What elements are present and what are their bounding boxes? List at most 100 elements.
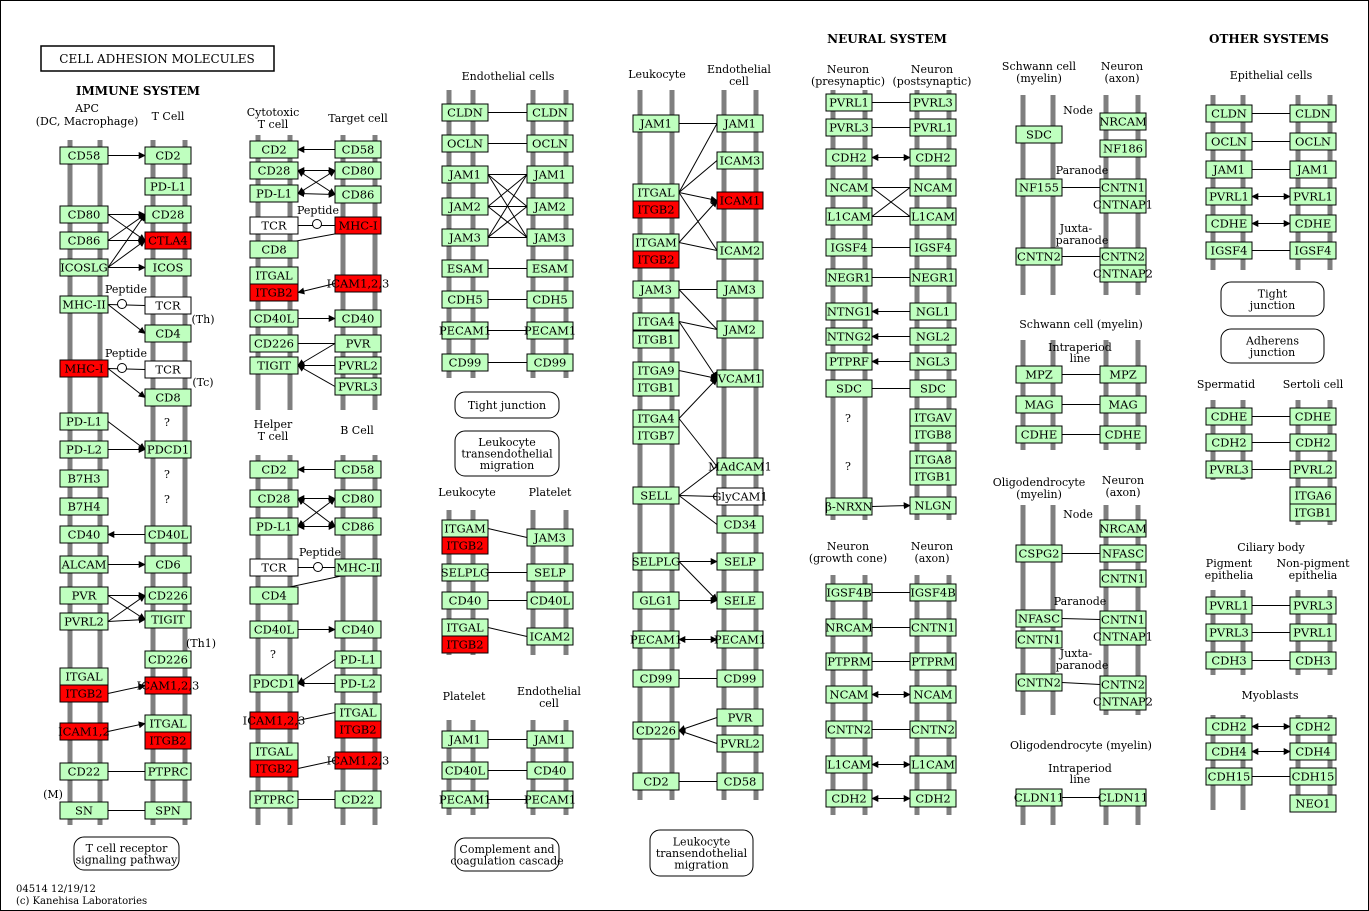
gene-box[interactable]: CDH5 [526, 290, 574, 309]
gene-box[interactable]: CDHE [1015, 425, 1063, 444]
gene-box[interactable]: SELE [716, 591, 764, 610]
gene-box[interactable]: PVRL1 [1289, 623, 1337, 642]
gene-box[interactable]: ITGA9 [632, 361, 680, 380]
gene-box[interactable]: SELP [526, 563, 574, 582]
gene-box[interactable]: GlyCAM1 [712, 487, 768, 506]
gene-box[interactable]: CD40 [441, 591, 489, 610]
gene-box[interactable]: ITGAL [334, 703, 382, 722]
gene-box[interactable]: CDH5 [441, 290, 489, 309]
gene-box[interactable]: CD28 [249, 489, 299, 508]
gene-box[interactable]: CD58 [59, 146, 109, 165]
gene-box[interactable]: CDH2 [1289, 717, 1337, 736]
gene-box[interactable]: CNTNAP2 [1093, 692, 1153, 711]
gene-box[interactable]: PTPRC [144, 762, 192, 781]
gene-box[interactable]: CD8 [249, 240, 299, 259]
gene-box[interactable]: JAM1 [716, 114, 764, 133]
gene-box[interactable]: SELPLG [441, 563, 489, 582]
gene-box[interactable]: SELL [632, 486, 680, 505]
gene-box[interactable]: CD40L [249, 309, 299, 328]
gene-box[interactable]: NEGR1 [825, 268, 873, 287]
gene-box[interactable]: JAM1 [526, 165, 574, 184]
gene-box[interactable]: OCLN [1205, 132, 1253, 151]
gene-box[interactable]: VCAM1 [716, 369, 764, 388]
gene-box[interactable]: CNTN2 [909, 720, 957, 739]
gene-box[interactable]: ITGB2 [632, 200, 680, 219]
gene-box[interactable]: MHC-II [59, 295, 109, 314]
gene-box[interactable]: PVRL3 [1289, 596, 1337, 615]
gene-box[interactable]: CD40 [59, 525, 109, 544]
gene-box[interactable]: CD2 [632, 772, 680, 791]
gene-box[interactable]: CNTN1 [1015, 630, 1063, 649]
gene-box[interactable]: CD58 [334, 460, 382, 479]
gene-box[interactable]: CLDN [1205, 104, 1253, 123]
gene-box[interactable]: NGL3 [909, 352, 957, 371]
gene-box[interactable]: CD6 [144, 555, 192, 574]
gene-box[interactable]: ITGA6 [1289, 486, 1337, 505]
gene-box[interactable]: NTNG1 [825, 302, 873, 321]
gene-box[interactable]: PVRL3 [1205, 460, 1253, 479]
gene-box[interactable]: CD58 [334, 140, 382, 159]
gene-box[interactable]: NGL2 [909, 327, 957, 346]
gene-box[interactable]: MHC-I [59, 359, 109, 378]
gene-box[interactable]: PTPRF [825, 352, 873, 371]
gene-box[interactable]: SDC [1015, 125, 1063, 144]
gene-box[interactable]: ITGB8 [909, 425, 957, 444]
gene-box[interactable]: ITGAL [249, 266, 299, 285]
gene-box[interactable]: NRCAM [825, 618, 873, 637]
gene-box[interactable]: PVR [59, 586, 109, 605]
gene-box[interactable]: SELPLG [632, 552, 680, 571]
gene-box[interactable]: L1CAM [909, 755, 957, 774]
gene-box[interactable]: JAM2 [441, 197, 489, 216]
gene-box[interactable]: ALCAM [59, 555, 109, 574]
gene-box[interactable]: PVRL2 [716, 734, 764, 753]
gene-box[interactable]: TCR [144, 360, 192, 379]
gene-box[interactable]: CDH2 [825, 148, 873, 167]
gene-box[interactable]: PD-L1 [144, 177, 192, 196]
gene-box[interactable]: SDC [825, 379, 873, 398]
gene-box[interactable]: CDH4 [1205, 742, 1253, 761]
gene-box[interactable]: JAM3 [526, 228, 574, 247]
gene-box[interactable]: ITGB2 [334, 720, 382, 739]
gene-box[interactable]: OCLN [441, 134, 489, 153]
gene-box[interactable]: JAM1 [526, 730, 574, 749]
gene-box[interactable]: ITGB1 [909, 467, 957, 486]
gene-box[interactable]: ESAM [441, 259, 489, 278]
gene-box[interactable]: CD99 [716, 669, 764, 688]
gene-box[interactable]: JAM2 [526, 197, 574, 216]
gene-box[interactable]: ITGB1 [632, 330, 680, 349]
gene-box[interactable]: CD40L [144, 525, 192, 544]
gene-box[interactable]: PTPRM [909, 652, 957, 671]
gene-box[interactable]: ITGAL [59, 667, 109, 686]
gene-box[interactable]: ITGB2 [249, 283, 299, 302]
gene-box[interactable]: CD40 [526, 761, 574, 780]
gene-box[interactable]: JAM1 [1289, 160, 1337, 179]
gene-box[interactable]: CDHE [1099, 425, 1147, 444]
gene-box[interactable]: PVR [716, 708, 764, 727]
gene-box[interactable]: PVRL3 [334, 377, 382, 396]
gene-box[interactable]: ICOS [144, 258, 192, 277]
gene-box[interactable]: PVRL3 [825, 118, 873, 137]
gene-box[interactable]: ITGB2 [59, 684, 109, 703]
gene-box[interactable]: L1CAM [909, 207, 957, 226]
gene-box[interactable]: CDH3 [1205, 651, 1253, 670]
gene-box[interactable]: PECAM1 [714, 630, 766, 649]
gene-box[interactable]: CNTN1 [1099, 178, 1147, 197]
gene-box[interactable]: CDH15 [1205, 767, 1253, 786]
gene-box[interactable]: ESAM [526, 259, 574, 278]
gene-box[interactable]: MPZ [1015, 365, 1063, 384]
gene-box[interactable]: JAM2 [716, 320, 764, 339]
gene-box[interactable]: PECAM1 [524, 321, 576, 340]
gene-box[interactable]: CD28 [249, 161, 299, 180]
gene-box[interactable]: MAdCAM1 [708, 457, 772, 476]
gene-box[interactable]: CDH3 [1289, 651, 1337, 670]
gene-box[interactable]: L1CAM [825, 207, 873, 226]
gene-box[interactable]: PVRL1 [825, 93, 873, 112]
gene-box[interactable]: NRCAM [1099, 519, 1147, 538]
gene-box[interactable]: ICAM2 [526, 627, 574, 646]
gene-box[interactable]: PD-L1 [59, 412, 109, 431]
gene-box[interactable]: PVRL3 [909, 93, 957, 112]
